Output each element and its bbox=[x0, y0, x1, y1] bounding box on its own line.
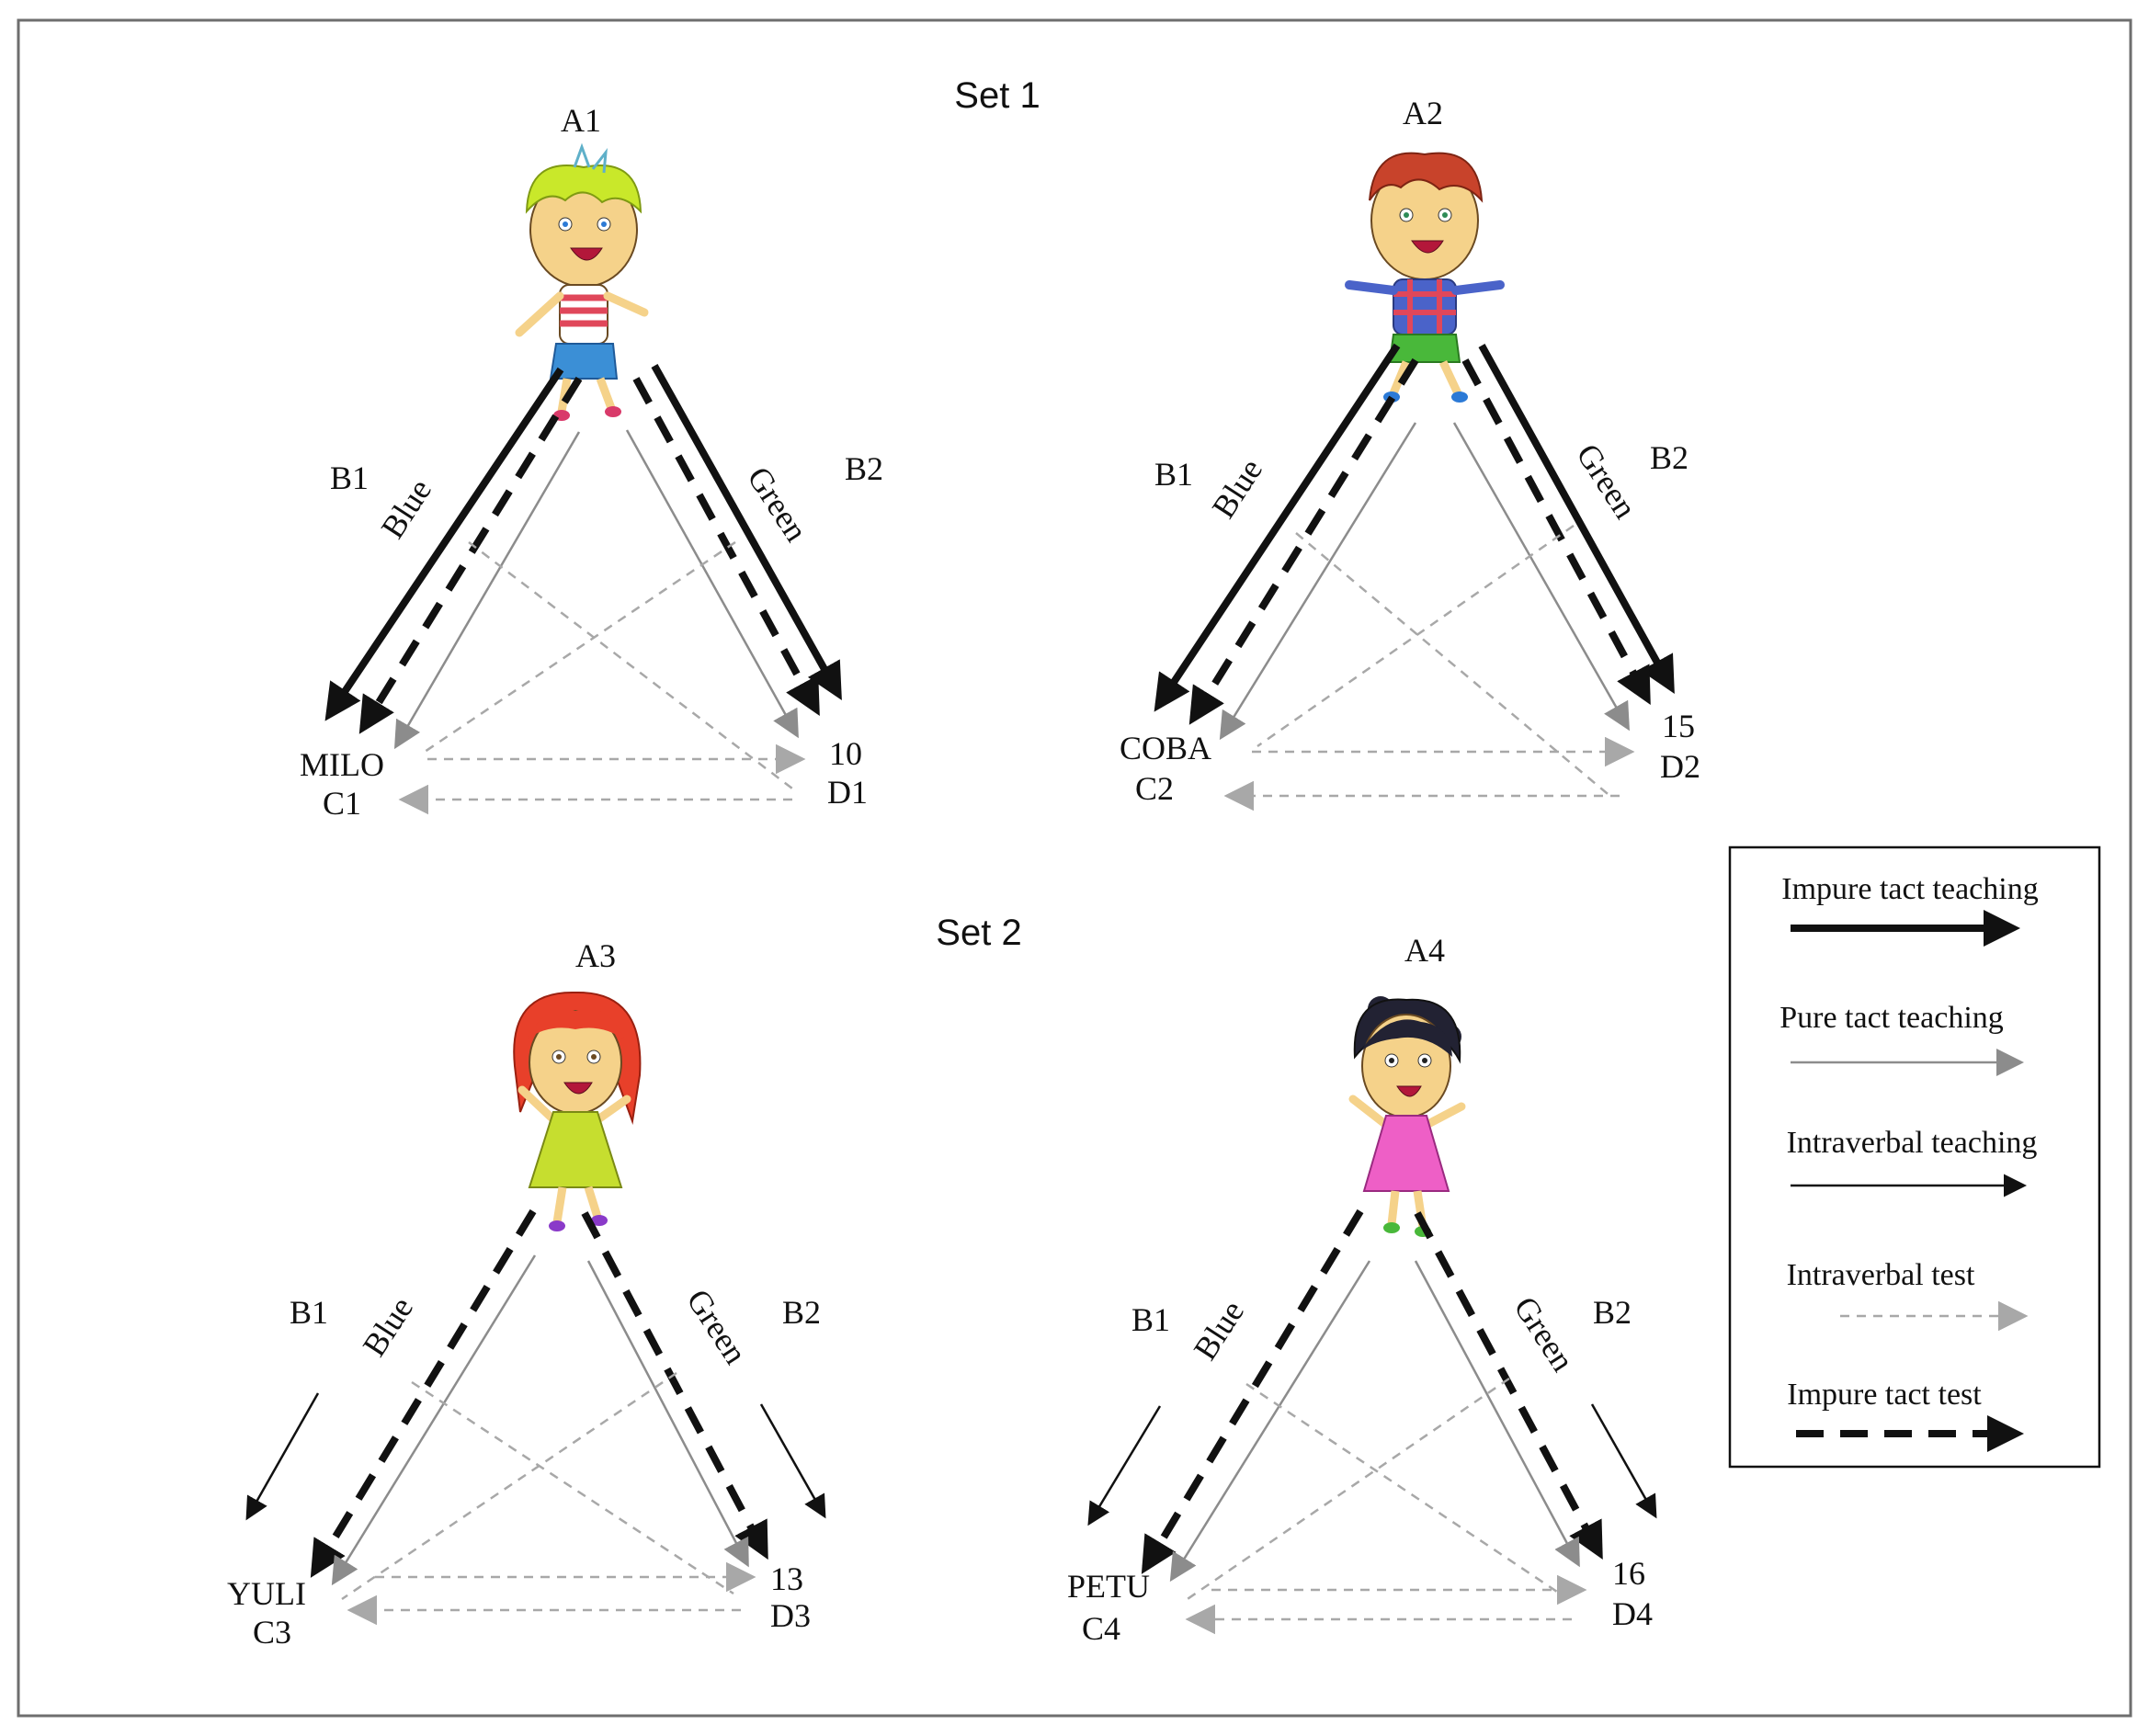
d-value: 15 bbox=[1662, 708, 1695, 744]
impure-tact-dashed-arrow-right bbox=[632, 377, 820, 717]
pure-tact-arrow-left bbox=[1169, 1260, 1371, 1583]
d-value: 10 bbox=[829, 735, 862, 772]
a-label: A4 bbox=[1404, 932, 1445, 969]
panel-a2: A2 B1 B2 Blue Green COBA bbox=[1120, 95, 1700, 811]
legend-label-intraverbal-test: Intraverbal test bbox=[1787, 1258, 1975, 1292]
pure-tact-arrow-left bbox=[331, 1254, 537, 1586]
impure-tact-teaching-arrow-left bbox=[324, 367, 564, 721]
b1-label: B1 bbox=[1131, 1301, 1170, 1338]
impure-tact-dashed-arrow-right bbox=[581, 1211, 768, 1560]
c-name: YULI bbox=[227, 1575, 306, 1612]
pure-tact-arrow-left bbox=[393, 431, 581, 750]
b1-label: B1 bbox=[1154, 456, 1193, 493]
right-word: Green bbox=[1569, 437, 1643, 526]
intraverbal-teaching-arrow-right bbox=[759, 1403, 826, 1519]
intraverbal-test-cross-2 bbox=[341, 1371, 677, 1601]
b2-label: B2 bbox=[782, 1294, 821, 1331]
intraverbal-test-cross-1 bbox=[1245, 1382, 1563, 1597]
legend-box bbox=[1728, 845, 2101, 1469]
d-value: 16 bbox=[1612, 1555, 1645, 1592]
d-value: 13 bbox=[770, 1560, 803, 1597]
set-1-label: Set 1 bbox=[954, 75, 1040, 116]
panel-a1: A1 B1 B2 Blue Green MI bbox=[300, 102, 883, 822]
impure-tact-teaching-arrow-right bbox=[651, 364, 842, 700]
impure-tact-dashed-arrow-left bbox=[1188, 357, 1419, 725]
c-name: MILO bbox=[300, 746, 384, 783]
c-code: C4 bbox=[1082, 1610, 1120, 1647]
left-word: Blue bbox=[374, 472, 439, 545]
d-code: D3 bbox=[770, 1597, 811, 1634]
pure-tact-arrow-right bbox=[1414, 1260, 1580, 1568]
right-word: Green bbox=[1507, 1290, 1581, 1379]
impure-tact-dashed-arrow-right bbox=[1414, 1211, 1603, 1560]
intraverbal-test-cross-1 bbox=[468, 541, 793, 789]
impure-tact-dashed-arrow-right bbox=[1461, 358, 1651, 706]
pure-tact-arrow-right bbox=[586, 1260, 749, 1568]
c-code: C2 bbox=[1135, 770, 1174, 807]
d-code: D2 bbox=[1660, 748, 1700, 785]
panel-a3: A3 B1 B2 Blue Green YULI C3 bbox=[227, 937, 826, 1651]
right-word: Green bbox=[679, 1283, 754, 1371]
b1-label: B1 bbox=[330, 460, 369, 496]
pure-tact-arrow-right bbox=[1452, 422, 1630, 732]
impure-tact-dashed-arrow-left bbox=[310, 1208, 537, 1578]
left-word: Blue bbox=[1187, 1294, 1252, 1367]
legend-label-intraverbal-teaching: Intraverbal teaching bbox=[1787, 1126, 2038, 1160]
intraverbal-teaching-arrow-right bbox=[1590, 1403, 1657, 1519]
intraverbal-test-cross-2 bbox=[1181, 1377, 1510, 1605]
intraverbal-test-cross-2 bbox=[1256, 524, 1575, 748]
left-word: Blue bbox=[1205, 452, 1270, 525]
b1-label: B1 bbox=[290, 1294, 328, 1331]
intraverbal-test-cross-2 bbox=[424, 540, 736, 754]
intraverbal-teaching-arrow-left bbox=[245, 1392, 320, 1521]
figure-frame bbox=[17, 18, 2132, 1718]
b2-label: B2 bbox=[1593, 1294, 1632, 1331]
intraverbal-teaching-arrow-left bbox=[1087, 1405, 1162, 1526]
intraverbal-test-cross-1 bbox=[411, 1380, 734, 1595]
legend: Impure tact teaching Pure tact teaching … bbox=[1728, 845, 2101, 1469]
pure-tact-arrow-right bbox=[625, 429, 799, 739]
b2-label: B2 bbox=[845, 450, 883, 487]
legend-label-impure-tact-test: Impure tact test bbox=[1787, 1378, 1982, 1412]
d-code: D1 bbox=[827, 774, 868, 811]
panel-a4: A4 B1 B2 Blue Green PETU bbox=[1067, 932, 1657, 1647]
b2-label: B2 bbox=[1650, 439, 1688, 476]
impure-tact-dashed-arrow-left bbox=[1141, 1208, 1364, 1574]
d-code: D4 bbox=[1612, 1595, 1653, 1632]
intraverbal-test-cross-1 bbox=[1295, 532, 1613, 799]
a-label: A2 bbox=[1403, 95, 1443, 131]
character-girl-red-hair bbox=[513, 991, 642, 1231]
pure-tact-arrow-left bbox=[1219, 422, 1417, 741]
character-boy-red-hair bbox=[1345, 152, 1505, 403]
c-name: COBA bbox=[1120, 730, 1211, 766]
c-name: PETU bbox=[1067, 1568, 1150, 1605]
impure-tact-teaching-arrow-right bbox=[1478, 344, 1675, 694]
legend-label-pure-tact-teaching: Pure tact teaching bbox=[1779, 1001, 2004, 1035]
c-code: C3 bbox=[253, 1614, 291, 1651]
set-2-label: Set 2 bbox=[936, 913, 1021, 953]
left-word: Blue bbox=[356, 1290, 421, 1363]
character-girl-black-hair bbox=[1348, 996, 1466, 1237]
impure-tact-dashed-arrow-left bbox=[358, 376, 583, 734]
a-label: A1 bbox=[561, 102, 601, 139]
c-code: C1 bbox=[323, 785, 361, 822]
impure-tact-teaching-arrow-left bbox=[1154, 343, 1401, 712]
character-boy-green-hair bbox=[515, 142, 649, 421]
a-label: A3 bbox=[575, 937, 616, 974]
legend-label-impure-tact-teaching: Impure tact teaching bbox=[1781, 872, 2038, 906]
